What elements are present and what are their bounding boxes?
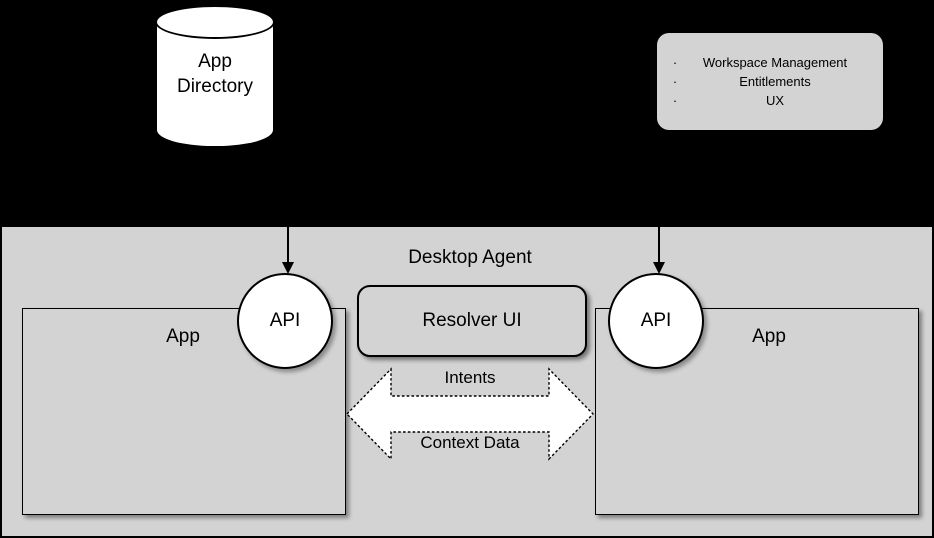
arrow-stem (658, 227, 660, 264)
flow-label-context-data: Context Data (420, 433, 520, 452)
feature-label-entitlements: Entitlements (739, 74, 811, 89)
arrow-to-api-right-icon (653, 227, 665, 274)
app-label-right: App (752, 326, 786, 347)
api-label-left: API (269, 310, 301, 331)
api-node-left[interactable]: API (237, 273, 333, 369)
list-item: · Workspace Management (657, 53, 883, 72)
arrow-to-api-left-icon (282, 227, 294, 274)
resolver-ui-box[interactable]: Resolver UI (357, 285, 587, 357)
app-label-left: App (166, 326, 200, 347)
cylinder-body-icon (155, 20, 275, 148)
bidirectional-arrow-icon (345, 363, 595, 465)
list-item: · Entitlements (657, 72, 883, 91)
flow-label-intents: Intents (444, 368, 496, 387)
cylinder-top-icon (155, 5, 275, 39)
app-directory-label-line1: App (198, 51, 232, 72)
bullet-icon: · (672, 55, 678, 70)
arrow-head (282, 262, 294, 274)
desktop-agent-title: Desktop Agent (408, 247, 532, 268)
arrow-stem (287, 227, 289, 264)
app-directory-label-line2: Directory (176, 76, 253, 97)
api-node-right[interactable]: API (608, 273, 704, 369)
features-box[interactable]: · Workspace Management · Entitlements · … (657, 33, 883, 130)
bullet-icon: · (672, 74, 678, 89)
arrow-head (653, 262, 665, 274)
app-directory-label: App Directory (155, 49, 275, 99)
api-label-right: API (640, 310, 672, 331)
app-directory-node[interactable]: App Directory (155, 5, 275, 148)
resolver-ui-label: Resolver UI (422, 310, 522, 331)
feature-label-ux: UX (765, 93, 785, 108)
feature-label-workspace-management: Workspace Management (702, 55, 848, 70)
bullet-icon: · (672, 93, 678, 108)
list-item: · UX (657, 91, 883, 110)
